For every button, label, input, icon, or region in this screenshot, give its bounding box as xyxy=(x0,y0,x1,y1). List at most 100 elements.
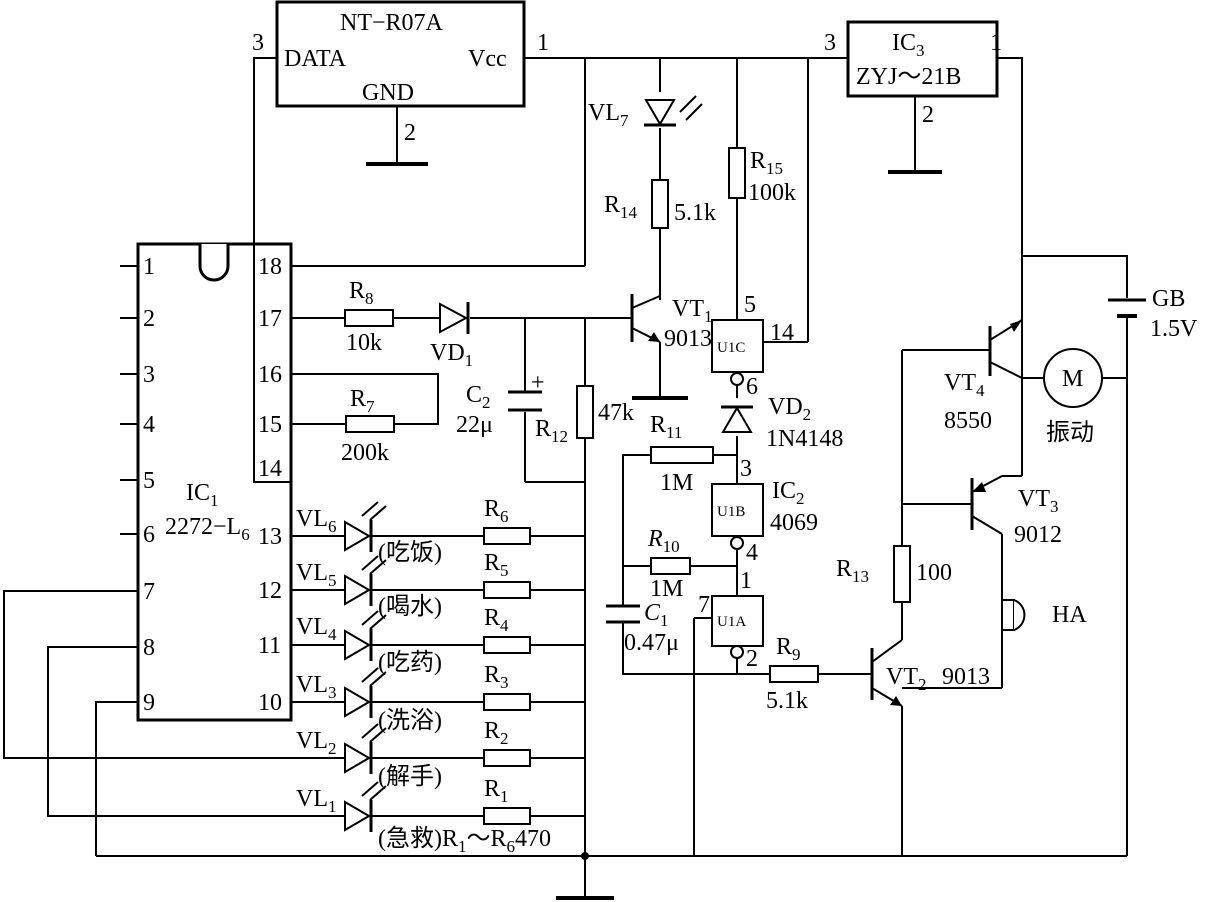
r12-value: 47k xyxy=(598,400,634,426)
module-name: NT−R07A xyxy=(340,10,444,36)
r13-ref: R13 xyxy=(836,556,869,586)
module-pin-vcc-label: Vcc xyxy=(468,46,507,72)
gate-u1a-label: U1A xyxy=(717,614,746,630)
resistor-r1: R1 xyxy=(483,776,531,825)
r13-value: 100 xyxy=(916,560,952,586)
r12-ref: R12 xyxy=(535,416,568,446)
ic1-pin-number: 2 xyxy=(143,306,155,332)
ic1-pin-number: 10 xyxy=(258,690,282,716)
battery-gb: GB 1.5V xyxy=(1108,286,1198,342)
r3-ref: R3 xyxy=(484,662,509,692)
module-pin2-number: 2 xyxy=(404,120,416,146)
vl6-note: (吃饭) xyxy=(378,539,442,566)
ic1-pin-number: 5 xyxy=(143,468,155,494)
led-vl4: VL4 (吃药) xyxy=(296,610,442,676)
ic3-pin2-number: 2 xyxy=(922,102,934,128)
vd1-ref: VD1 xyxy=(430,340,473,370)
ic2-gate-u1b: U1B 3 4 IC2 4069 xyxy=(711,456,818,566)
ic3-part: ZYJ～21B xyxy=(856,64,961,90)
ic2-part: 4069 xyxy=(770,510,818,536)
vl7-ref: VL7 xyxy=(588,100,629,130)
resistor-r2: R2 xyxy=(483,718,531,767)
module-pin-gnd-label: GND xyxy=(362,80,414,106)
ic3-block: IC3 ZYJ～21B 3 1 2 xyxy=(824,20,1002,128)
vl1-ref: VL1 xyxy=(296,786,337,816)
resistor-r6: R6 xyxy=(483,496,531,545)
led-vl5: VL5 (喝水) xyxy=(296,555,442,620)
resistor-r9: R9 5.1k xyxy=(766,634,819,714)
ic1-pin-number: 11 xyxy=(258,633,281,659)
ic1-pin-number: 6 xyxy=(143,522,155,548)
module-pin-data-label: DATA xyxy=(284,46,347,72)
ic1-part: 2272−L6 xyxy=(165,514,250,544)
gate-u1b-label: U1B xyxy=(717,504,745,520)
vt2-ref: VT2 xyxy=(886,664,927,694)
battery-ref: GB xyxy=(1152,286,1185,312)
ic1-pin-number: 1 xyxy=(143,254,155,280)
resistor-r3: R3 xyxy=(483,662,531,711)
r15-ref: R15 xyxy=(750,148,783,178)
led-vl6: VL6 (吃饭) xyxy=(296,501,442,566)
vibration-motor: M 振动 xyxy=(1043,348,1103,446)
ic3-ref: IC3 xyxy=(892,30,925,60)
vl4-note: (吃药) xyxy=(378,649,442,676)
capacitor-c2: + C2 22μ xyxy=(456,370,545,438)
ic1-pin-number: 18 xyxy=(258,254,282,280)
r8-ref: R8 xyxy=(349,278,374,308)
r9-value: 5.1k xyxy=(766,688,808,714)
transistor-vt4: VT4 8550 xyxy=(944,320,1022,434)
ic2-gate-u1c: U1C 5 14 6 xyxy=(711,292,794,400)
vl5-ref: VL5 xyxy=(296,560,337,590)
buzzer-ha: HA xyxy=(1001,599,1087,631)
r10-value: 1M xyxy=(650,576,683,602)
ic2-ref: IC2 xyxy=(772,478,805,508)
c2-ref: C2 xyxy=(466,382,491,412)
ic2-gate-u1a: U1A 1 2 7 xyxy=(698,568,764,672)
ic2-pin7-number: 7 xyxy=(698,592,710,618)
resistor-r8: R8 10k xyxy=(344,278,394,356)
vt4-part: 8550 xyxy=(944,408,992,434)
vl3-note: (洗浴) xyxy=(378,707,442,734)
module-pin1-number: 1 xyxy=(537,30,549,56)
ic1-right-pin-numbers: 18 17 16 15 14 13 12 11 10 xyxy=(258,254,282,716)
ic2-pin2-number: 2 xyxy=(746,646,758,672)
ic2-pin5-number: 5 xyxy=(744,292,756,318)
module-pin3-number: 3 xyxy=(252,30,264,56)
r6-ref: R6 xyxy=(484,496,509,526)
r10-ref: R10 xyxy=(647,526,680,556)
ic1-pin-number: 7 xyxy=(143,579,155,605)
resistor-r14: R14 5.1k xyxy=(604,179,716,229)
vt1-part: 9013 xyxy=(664,326,712,352)
led-vl1: VL1 xyxy=(296,781,387,832)
r2-ref: R2 xyxy=(484,718,509,748)
ic1-chip: IC1 2272−L6 1 2 3 4 5 6 7 8 9 18 17 16 1… xyxy=(136,242,293,722)
transistor-vt1: VT1 9013 xyxy=(630,284,713,352)
vt3-part: 9012 xyxy=(1014,522,1062,548)
ic3-pin1-number: 1 xyxy=(990,30,1002,56)
junction-dots xyxy=(581,852,589,860)
c1-ref: C1 xyxy=(644,600,669,630)
ic1-left-pin-numbers: 1 2 3 4 5 6 7 8 9 xyxy=(143,254,155,716)
resistor-r11: R11 1M xyxy=(650,412,714,496)
ic1-pin-number: 13 xyxy=(258,524,282,550)
r9-ref: R9 xyxy=(776,634,801,664)
vt1-ref: VT1 xyxy=(672,296,713,326)
r1-ref: R1 xyxy=(484,776,509,806)
diode-vd1: VD1 xyxy=(430,302,473,370)
ic1-pin-number: 8 xyxy=(143,635,155,661)
motor-label: 振动 xyxy=(1046,419,1094,446)
r7-value: 200k xyxy=(341,440,389,466)
led-vl2: VL2 (解手) xyxy=(296,723,442,790)
c1-value: 0.47μ xyxy=(624,630,679,656)
r11-ref: R11 xyxy=(650,412,682,442)
ic1-pin-number: 17 xyxy=(258,306,282,332)
ic1-pin-number: 12 xyxy=(258,578,282,604)
ic2-pin14-number: 14 xyxy=(770,320,794,346)
r14-ref: R14 xyxy=(604,192,638,222)
ic1-pin-number: 15 xyxy=(258,412,282,438)
resistor-r5: R5 xyxy=(483,550,531,599)
vl2-ref: VL2 xyxy=(296,728,337,758)
buzzer-ref: HA xyxy=(1052,602,1087,628)
vd2-ref: VD2 xyxy=(768,394,811,424)
